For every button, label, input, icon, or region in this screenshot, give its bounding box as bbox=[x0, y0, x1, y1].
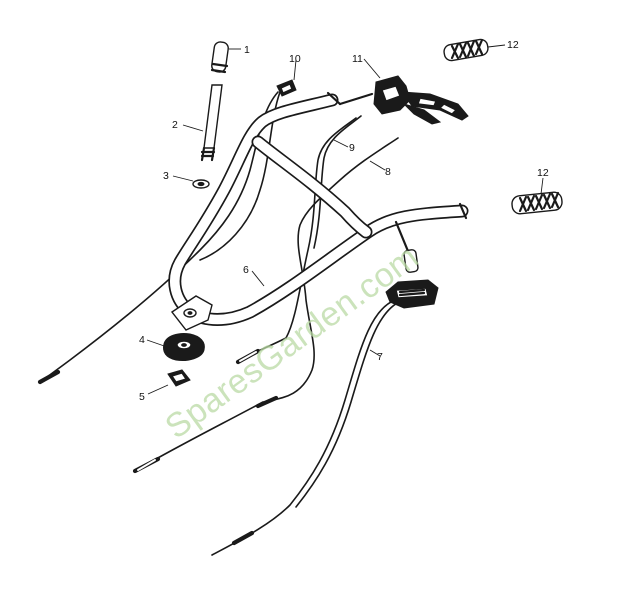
handle-grip-upper-right bbox=[443, 38, 489, 62]
callout-10: 10 bbox=[289, 53, 301, 65]
cable-clip bbox=[276, 79, 297, 97]
throttle-lever bbox=[385, 220, 439, 309]
callout-4: 4 bbox=[139, 334, 145, 346]
callout-12-lower: 12 bbox=[537, 167, 549, 179]
handle-adjustment-knob bbox=[163, 333, 205, 361]
control-lever-assembly bbox=[338, 75, 469, 125]
handle-grip-lower-right bbox=[511, 191, 563, 215]
callout-2: 2 bbox=[172, 119, 178, 131]
handlebar bbox=[168, 91, 469, 326]
callout-12-upper: 12 bbox=[507, 39, 519, 51]
cable-8 bbox=[132, 137, 399, 474]
callout-11: 11 bbox=[352, 53, 363, 65]
callout-7: 7 bbox=[377, 351, 383, 363]
handlebar-bracket bbox=[170, 295, 213, 331]
callout-1: 1 bbox=[244, 44, 250, 56]
washer bbox=[192, 179, 210, 189]
lever-rod bbox=[200, 84, 223, 162]
clip bbox=[167, 369, 191, 387]
callout-8: 8 bbox=[385, 166, 391, 178]
callout-3: 3 bbox=[163, 170, 169, 182]
callout-6: 6 bbox=[243, 264, 249, 276]
callout-5: 5 bbox=[139, 391, 145, 403]
cable-9 bbox=[235, 115, 362, 365]
callout-9: 9 bbox=[349, 142, 355, 154]
handle-grip-top bbox=[210, 41, 229, 74]
cable-7 bbox=[211, 299, 400, 556]
leader-lines bbox=[146, 44, 544, 395]
